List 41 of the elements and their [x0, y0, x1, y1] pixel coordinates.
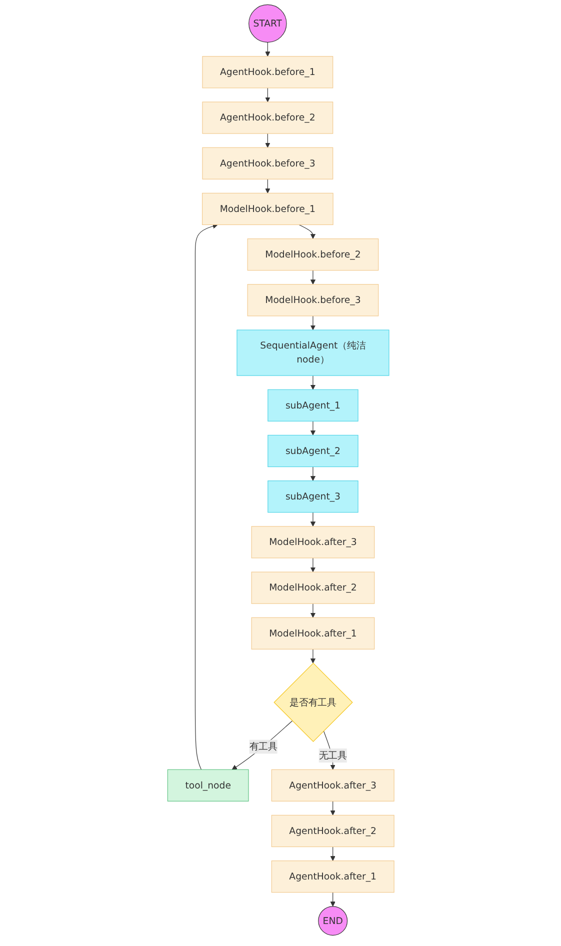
arrow: [231, 720, 292, 770]
node-box: tool_node: [167, 769, 248, 802]
node-box: AgentHook.before_2: [202, 102, 333, 134]
arrow: [310, 375, 316, 390]
node-box: SequentialAgent（纯洁node）: [236, 330, 389, 376]
arrow: [310, 316, 316, 330]
arrow: [264, 88, 270, 102]
node-circle: START: [248, 4, 286, 43]
node-box: AgentHook.after_2: [271, 814, 394, 848]
node-box: ModelHook.after_3: [250, 526, 374, 558]
arrow: [330, 800, 336, 816]
node-box: ModelHook.after_1: [250, 617, 374, 650]
arrow: [310, 558, 316, 572]
node-box: AgentHook.before_3: [202, 147, 333, 180]
node-box: ModelHook.after_2: [250, 572, 374, 604]
arrow: [310, 648, 316, 664]
node-box: ModelHook.before_1: [202, 192, 333, 226]
edge-label: 无工具: [318, 750, 347, 761]
arrow: [264, 178, 270, 194]
arrow: [310, 466, 316, 482]
node-box: AgentHook.before_1: [202, 56, 333, 88]
arrow: [310, 420, 316, 436]
arrow: [264, 133, 270, 148]
node-box: subAgent_3: [267, 480, 358, 513]
node-box: subAgent_1: [267, 389, 358, 422]
node-box: subAgent_2: [267, 434, 358, 468]
node-circle: END: [318, 906, 348, 936]
node-box: AgentHook.after_3: [271, 769, 394, 802]
node-box: ModelHook.before_3: [246, 284, 378, 316]
arrow: [330, 846, 336, 862]
node-box: AgentHook.after_1: [271, 860, 394, 893]
edge-label: 有工具: [248, 740, 277, 752]
node-box: ModelHook.before_2: [246, 238, 378, 271]
node-diamond: 是否有工具: [273, 662, 352, 742]
arrow: [310, 270, 316, 285]
arrow: [330, 892, 336, 907]
arrow: [310, 603, 316, 618]
arrow: [194, 224, 218, 770]
arrow: [264, 42, 270, 57]
arrow: [310, 512, 316, 527]
arrow: [298, 224, 316, 239]
